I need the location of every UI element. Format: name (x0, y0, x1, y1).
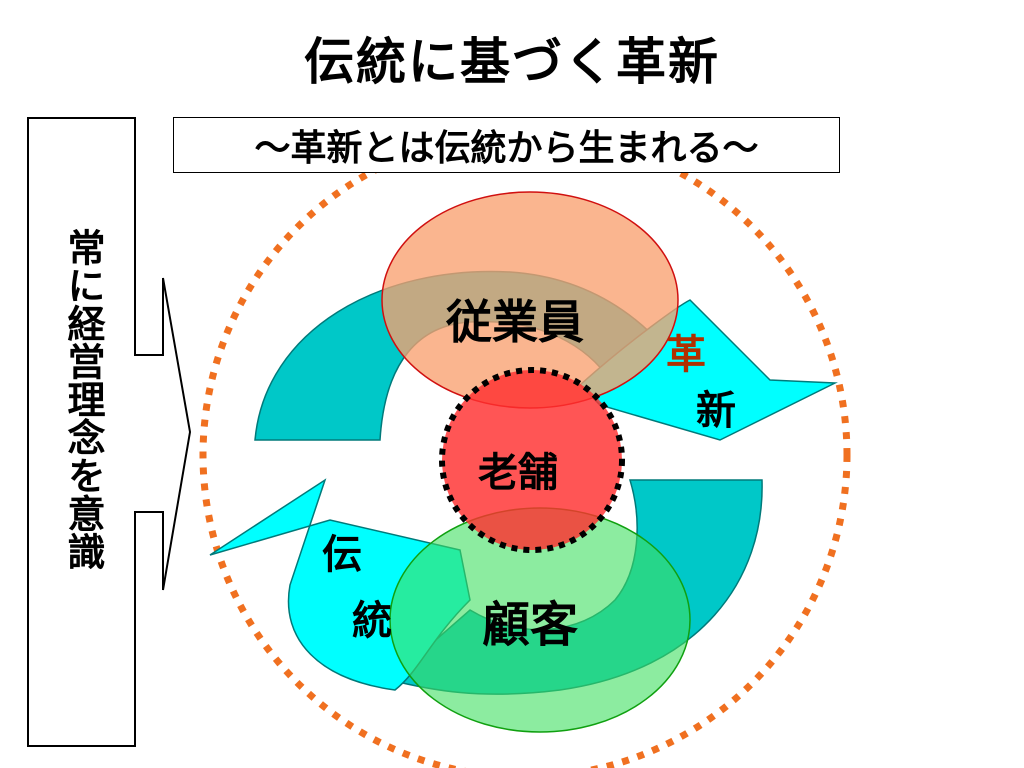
page-title: 伝統に基づく革新 (304, 33, 720, 91)
side-banner-text: 常に経営理念を意識 (61, 228, 105, 570)
innovation-label-1: 革 (666, 332, 706, 378)
shinise-label: 老舗 (478, 450, 558, 496)
tradition-label-2: 統 (352, 598, 392, 644)
outer-dotted-circle (199, 129, 851, 768)
subtitle-text: ～革新とは伝統から生まれる～ (254, 128, 759, 169)
customers-label: 顧客 (482, 597, 579, 653)
side-banner-arrow (27, 117, 192, 747)
employees-label: 従業員 (446, 295, 584, 349)
shinise-circle (439, 367, 625, 553)
subtitle-box: ～革新とは伝統から生まれる～ (173, 117, 840, 173)
innovation-label-2: 新 (696, 388, 736, 434)
tradition-label-1: 伝 (322, 532, 362, 578)
